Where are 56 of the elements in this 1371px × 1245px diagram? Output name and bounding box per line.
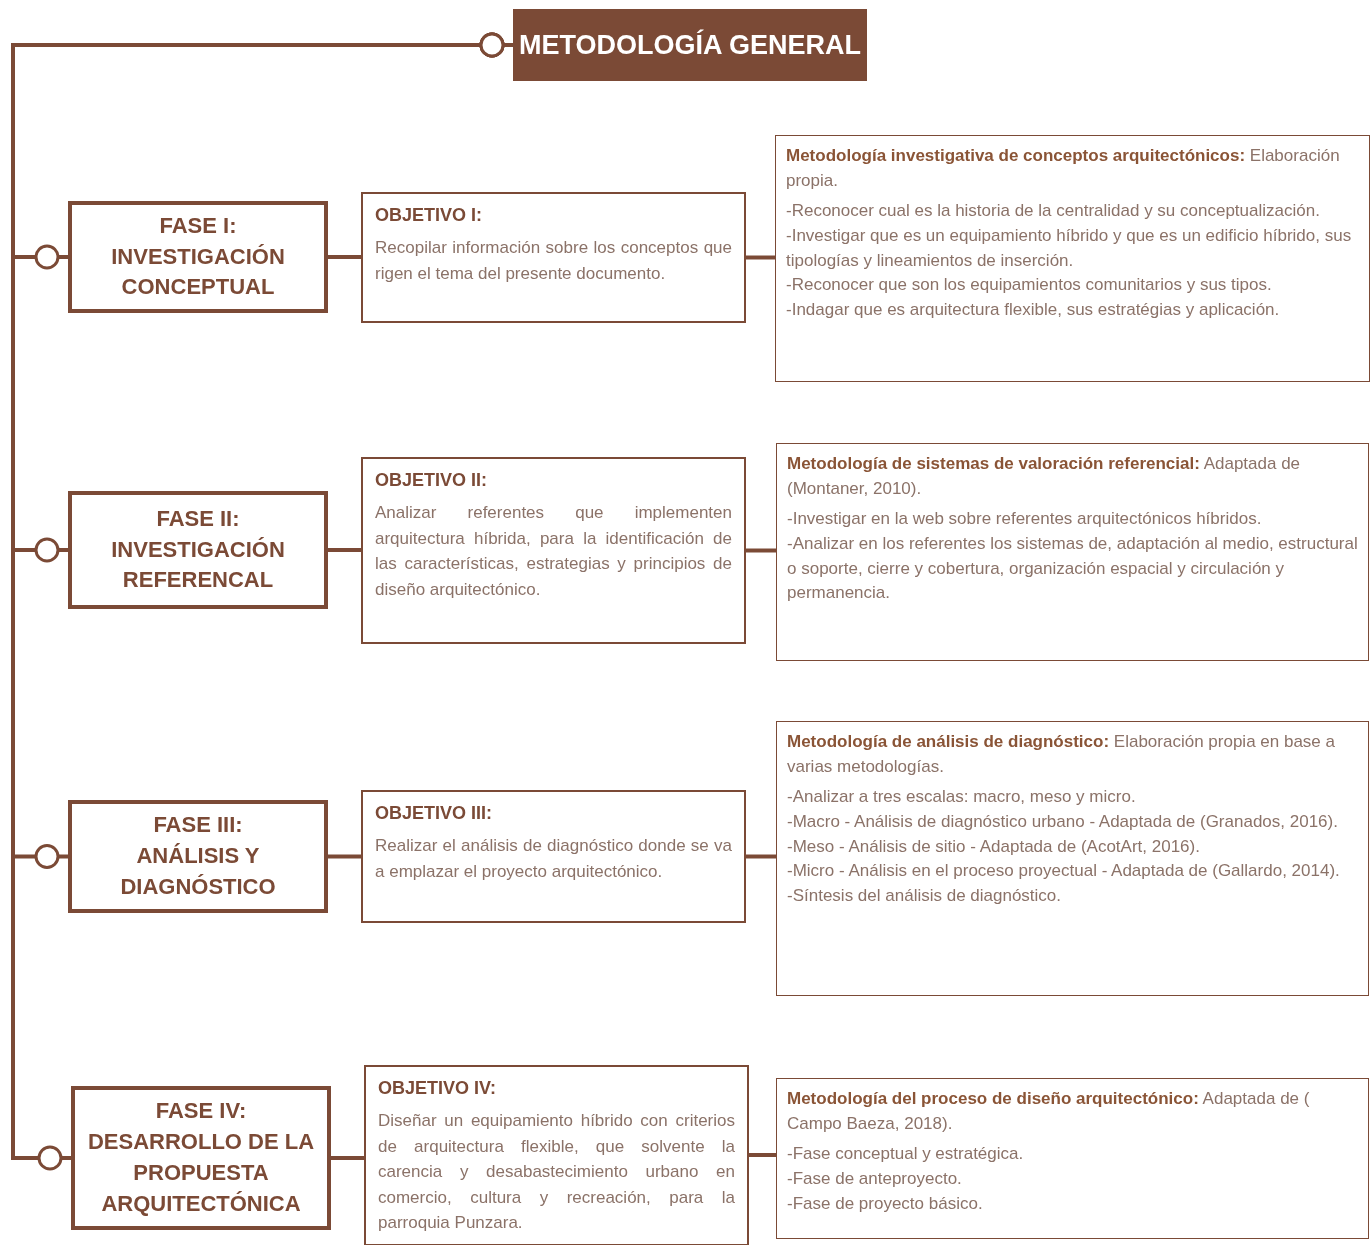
- objective-text: Diseñar un equipamiento híbrido con criterios de arquitectura flexible, que solvente la carencia y desabastecimiento urbano en comercio, cultura y recreación, para la parroquia Punzara.: [378, 1110, 735, 1234]
- objective-box: [364, 1065, 749, 1245]
- objective-heading: OBJETIVO III:: [375, 802, 494, 825]
- method-step: -Reconocer cual es la historia de la centralidad y su conceptualización.: [786, 199, 1359, 224]
- objective-text: Recopilar información sobre los conceptos que rigen el tema del presente documento.: [375, 237, 732, 285]
- method-step: -Macro - Análisis de diagnóstico urbano - Adaptada de (Granados, 2016).: [787, 809, 1358, 835]
- connector-line: [331, 1156, 364, 1160]
- method-box: [776, 1078, 1369, 1239]
- method-description: Metodología de análisis de diagnóstico: Elaboración propia en base a varias metodologías.: [787, 731, 1336, 778]
- method-description: Metodología del proceso de diseño arquitectónico: Adaptada de ( Campo Baeza, 2018).: [787, 1088, 1311, 1135]
- phase-title: INVESTIGACIÓN CONCEPTUAL: [110, 242, 286, 302]
- method-step: -Fase de anteproyecto.: [787, 1166, 1358, 1192]
- method-step: -Reconocer que son los equipamientos comunitarios y sus tipos.: [786, 273, 1359, 298]
- method-step: -Micro - Análisis en el proceso proyectual - Adaptada de (Gallardo, 2014).: [787, 859, 1358, 884]
- method-step: -Analizar a tres escalas: macro, meso y micro.: [787, 785, 1358, 810]
- phase-box: [68, 201, 328, 313]
- method-step: -Indagar que es arquitectura flexible, sus estratégias y aplicación.: [786, 297, 1359, 323]
- objective-heading: OBJETIVO II:: [375, 469, 489, 492]
- connector-line: [328, 548, 361, 552]
- objective-text: Analizar referentes que implementen arquitectura híbrida, para la identificación de las características, estrategias y principios de diseño arquitectónico.: [375, 502, 732, 601]
- method-box: [776, 721, 1369, 996]
- connector-line: [746, 854, 776, 859]
- connector-line: [746, 548, 776, 553]
- phase-number: FASE I:: [159, 211, 237, 240]
- method-box: [776, 443, 1369, 661]
- phase-box: [68, 800, 328, 913]
- objective-box: [361, 790, 746, 923]
- title-text: METODOLOGÍA GENERAL: [519, 29, 861, 61]
- objective-text: Realizar el análisis de diagnóstico donde se va a emplazar el proyecto arquitectónico.: [375, 835, 732, 883]
- phase-box: [71, 1086, 331, 1230]
- phase-box: [68, 491, 328, 609]
- method-box: [775, 135, 1370, 382]
- phase-title: DESARROLLO DE LA PROPUESTA ARQUITECTÓNICA: [86, 1128, 316, 1218]
- method-step: -Fase de proyecto básico.: [787, 1191, 1358, 1217]
- connector-line: [749, 1153, 776, 1157]
- phase-number: FASE II:: [156, 504, 240, 533]
- phase-title: INVESTIGACIÓN REFERENCAL: [110, 535, 286, 595]
- method-step: -Síntesis del análisis de diagnóstico.: [787, 883, 1358, 909]
- objective-heading: OBJETIVO I:: [375, 204, 483, 227]
- connector-line: [746, 255, 775, 260]
- method-description: Metodología de sistemas de valoración referencial: Adaptada de (Montaner, 2010).: [787, 453, 1302, 500]
- objective-box: [361, 192, 746, 323]
- method-step: -Analizar en los referentes los sistemas de, adaptación al medio, estructural o soporte, cierre y cobertura, organización espacial y circulación y permanencia.: [787, 531, 1358, 606]
- method-step: -Investigar que es un equipamiento híbrido y que es un edificio híbrido, sus tipologías y lineamientos de inserción.: [786, 223, 1359, 274]
- method-step: -Investigar en la web sobre referentes arquitectónicos híbridos.: [787, 507, 1358, 532]
- connector-line: [328, 854, 361, 859]
- phase-number: FASE III:: [153, 811, 243, 840]
- method-description: Metodología investigativa de conceptos arquitectónicos: Elaboración propia.: [786, 145, 1341, 192]
- objective-box: [361, 457, 746, 644]
- phase-title: ANÁLISIS Y DIAGNÓSTICO: [119, 842, 277, 901]
- objective-heading: OBJETIVO IV:: [378, 1077, 498, 1100]
- connector-line: [328, 255, 361, 259]
- method-step: -Fase conceptual y estratégica.: [787, 1142, 1358, 1167]
- method-step: -Meso - Análisis de sitio - Adaptada de (AcotArt, 2016).: [787, 834, 1358, 860]
- title-box: [513, 9, 867, 81]
- phase-number: FASE IV:: [155, 1097, 247, 1126]
